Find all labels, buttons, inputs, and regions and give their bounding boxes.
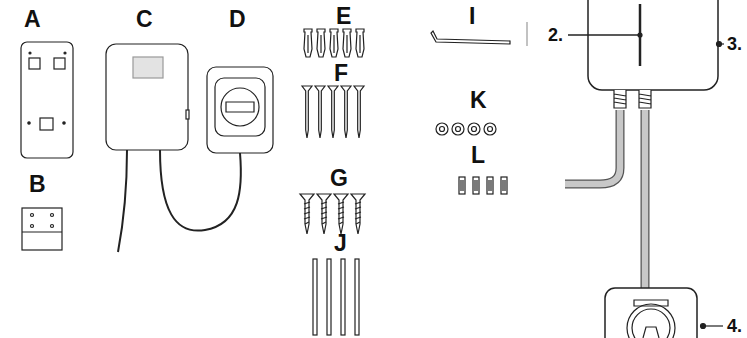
screws xyxy=(302,86,364,138)
sleeves xyxy=(459,177,507,194)
wood-screws xyxy=(300,194,365,234)
mounting-plate xyxy=(21,42,73,158)
part-letter: D xyxy=(229,8,246,31)
long-bolts xyxy=(313,259,359,335)
callout-number: 3. xyxy=(727,35,742,53)
part-letter: A xyxy=(24,8,41,31)
part-letter: B xyxy=(29,173,46,196)
part-letter: G xyxy=(330,167,348,190)
washers xyxy=(436,123,496,135)
wall-anchors xyxy=(304,29,364,57)
part-letter: C xyxy=(136,8,153,31)
part-letter: F xyxy=(334,62,348,85)
part-letter: J xyxy=(334,232,347,255)
callout-number: 2. xyxy=(548,26,563,44)
detail-view xyxy=(565,0,724,338)
bracket xyxy=(22,208,62,250)
socket-unit xyxy=(207,67,273,153)
part-letter: K xyxy=(470,89,487,112)
part-letter: L xyxy=(471,144,485,167)
part-letter: E xyxy=(336,5,351,28)
part-letter: I xyxy=(469,5,475,28)
hex-key xyxy=(431,22,527,46)
callout-number: 4. xyxy=(727,317,742,335)
